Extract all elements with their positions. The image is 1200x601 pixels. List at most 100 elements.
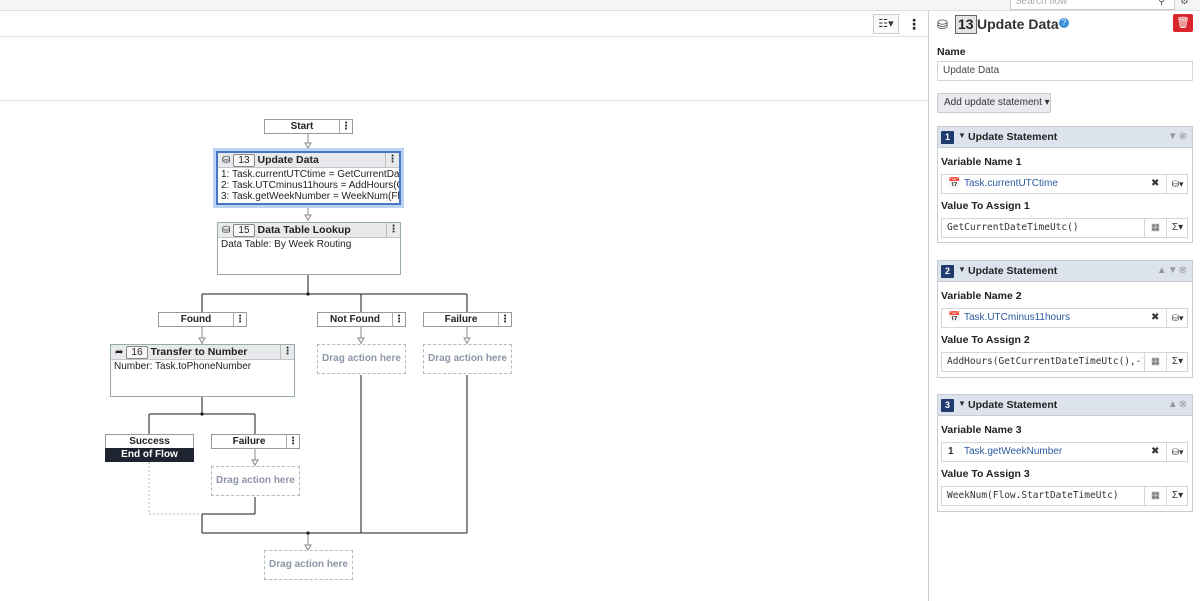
statement-summary-3: 3: Task.getWeekNumber = WeekNum(Flow... [221,191,399,202]
calendar-icon[interactable]: ▦ [1144,487,1166,505]
failure-menu-button[interactable]: ⋮ [498,313,510,326]
update-data-node-number: 13 [233,154,255,167]
value-to-assign-3-field[interactable]: WeekNum(Flow.StartDateTimeUtc) ▦ Σ▾ [941,486,1188,506]
clear-icon[interactable]: ✖ [1151,446,1160,457]
statement-3-header[interactable]: 3 ▼ Update Statement ▲⊗ [938,395,1192,416]
statement-1-header[interactable]: 1 ▼ Update Statement ▼⊗ [938,127,1192,148]
calendar-icon[interactable]: ▦ [1144,219,1166,237]
variable-name-3-field[interactable]: 1 Task.getWeekNumber ✖ ⛁▾ [941,442,1188,462]
value-to-assign-3-label: Value To Assign 3 [941,468,1030,480]
update-data-node-title: Update Data [257,154,319,166]
variable-name-3-label: Variable Name 3 [941,424,1022,436]
hierarchy-icon: ☷▾ [878,18,894,30]
variable-type-dropdown[interactable]: ⛁▾ [1166,309,1188,327]
found-label: Found [180,314,212,325]
variable-type-dropdown[interactable]: ⛁▾ [1166,443,1188,461]
calendar-icon[interactable]: ▦ [1144,353,1166,371]
integer-variable-icon: 1 [948,446,954,457]
not-found-label: Not Found [330,314,380,325]
delete-button[interactable]: 🗑 [1173,14,1193,32]
sigma-icon[interactable]: Σ▾ [1166,487,1188,505]
search-icon[interactable]: ⚲ [1158,0,1166,7]
chevron-down-icon[interactable]: ▼ [958,131,966,140]
success-label: Success [129,436,170,447]
remove-icon[interactable]: ⊗ [1178,131,1188,142]
flow-canvas[interactable]: ☷▾ ⋮ [0,11,928,601]
database-icon: ⛁ [222,225,231,236]
failure-path[interactable]: Failure ⋮ [423,312,512,327]
add-update-statement-button[interactable]: Add update statement ▾ [937,93,1051,113]
update-data-node-body: 1: Task.currentUTCtime = GetCurrentDateT… [218,168,399,203]
datetime-variable-icon: 📅 [948,312,961,323]
properties-panel: ⛁ 13 Update Data ? 🗑 Name Update Data Ad… [928,11,1200,601]
move-up-icon[interactable]: ▲ [1156,265,1168,276]
database-icon: ⛁ [222,155,231,166]
variable-name-1-field[interactable]: 📅 Task.currentUTCtime ✖ ⛁▾ [941,174,1188,194]
name-label: Name [937,46,966,58]
drop-zone-bottom[interactable]: Drag action here [264,550,353,580]
data-table-lookup-node-title: Data Table Lookup [257,224,351,236]
gear-icon[interactable]: ⚙ [1180,0,1189,7]
statement-summary-1: 1: Task.currentUTCtime = GetCurrentDateT… [221,169,399,180]
data-table-lookup-node-menu-button[interactable]: ⋮ [386,223,400,237]
sigma-icon[interactable]: Σ▾ [1166,353,1188,371]
remove-icon[interactable]: ⊗ [1178,265,1188,276]
transfer-failure-label: Failure [232,436,266,447]
variable-name-1-value: Task.currentUTCtime [964,178,1058,189]
drop-zone-failure[interactable]: Drag action here [423,344,512,374]
variable-type-dropdown[interactable]: ⛁▾ [1166,175,1188,193]
flow-connectors [148,134,471,551]
name-field[interactable]: Update Data [937,61,1193,81]
move-down-icon[interactable]: ▼ [1167,131,1179,142]
statement-1-index: 1 [941,131,954,144]
datetime-variable-icon: 📅 [948,178,961,189]
variable-name-2-value: Task.UTCminus11hours [964,312,1070,323]
layout-button[interactable]: ☷▾ [873,14,899,34]
value-to-assign-2-value: AddHours(GetCurrentDateTimeUtc(),-11) [947,356,1143,367]
database-icon: ⛁ [937,17,948,32]
clear-icon[interactable]: ✖ [1151,178,1160,189]
remove-icon[interactable]: ⊗ [1178,399,1188,410]
help-icon[interactable]: ? [1059,18,1069,28]
trash-icon: 🗑 [1176,17,1190,29]
found-menu-button[interactable]: ⋮ [233,313,245,326]
transfer-icon: ➦ [115,347,124,358]
value-to-assign-3-value: WeekNum(Flow.StartDateTimeUtc) [947,490,1119,501]
transfer-to-number-node-menu-button[interactable]: ⋮ [280,345,294,359]
add-update-statement-label: Add update statement [944,97,1042,108]
chevron-down-icon[interactable]: ▼ [958,265,966,274]
success-path[interactable]: Success [105,434,194,449]
canvas-menu-button[interactable]: ⋮ [907,16,921,32]
value-to-assign-1-field[interactable]: GetCurrentDateTimeUtc() ▦ Σ▾ [941,218,1188,238]
statement-2-header[interactable]: 2 ▼ Update Statement ▲▼⊗ [938,261,1192,282]
value-to-assign-2-field[interactable]: AddHours(GetCurrentDateTimeUtc(),-11) ▦ … [941,352,1188,372]
update-statement-3: 3 ▼ Update Statement ▲⊗ Variable Name 3 … [937,394,1193,512]
end-of-flow-node[interactable]: End of Flow [105,448,194,462]
clear-icon[interactable]: ✖ [1151,312,1160,323]
panel-header: ⛁ 13 Update Data ? 🗑 [929,11,1200,37]
drop-zone-transfer-failure[interactable]: Drag action here [211,466,300,496]
transfer-failure-menu-button[interactable]: ⋮ [286,435,298,448]
not-found-path[interactable]: Not Found ⋮ [317,312,406,327]
panel-node-number: 13 [955,15,977,34]
update-data-node-menu-button[interactable]: ⋮ [385,153,399,167]
transfer-failure-path[interactable]: Failure ⋮ [211,434,300,449]
variable-name-2-label: Variable Name 2 [941,290,1022,302]
drop-zone-not-found[interactable]: Drag action here [317,344,406,374]
variable-name-2-field[interactable]: 📅 Task.UTCminus11hours ✖ ⛁▾ [941,308,1188,328]
move-down-icon[interactable]: ▼ [1167,265,1179,276]
not-found-menu-button[interactable]: ⋮ [392,313,404,326]
search-input[interactable]: Search flow [1010,0,1175,10]
value-to-assign-1-value: GetCurrentDateTimeUtc() [947,222,1079,233]
found-path[interactable]: Found ⋮ [158,312,247,327]
sigma-icon[interactable]: Σ▾ [1166,219,1188,237]
chevron-down-icon[interactable]: ▼ [958,399,966,408]
move-up-icon[interactable]: ▲ [1167,399,1179,410]
start-node[interactable]: Start ⋮ [264,119,353,134]
failure-label: Failure [444,314,478,325]
start-menu-button[interactable]: ⋮ [339,120,351,133]
